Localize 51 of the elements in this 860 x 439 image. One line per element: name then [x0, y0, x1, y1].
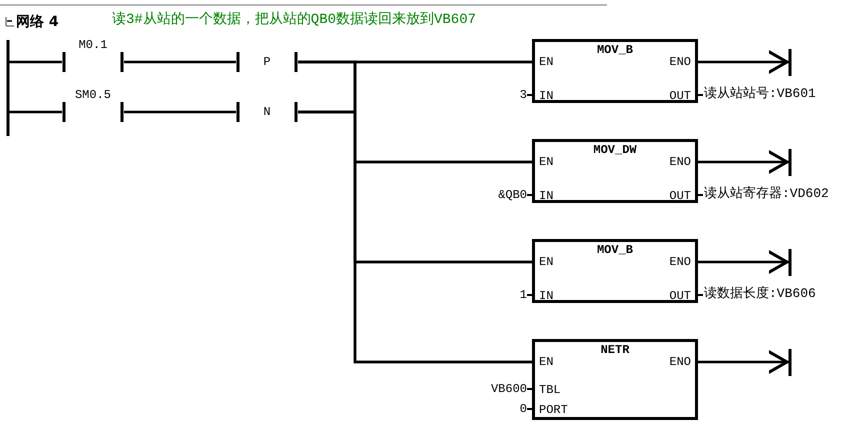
pin-label: ENO	[669, 255, 691, 269]
ladder-wire	[298, 110, 532, 364]
ladder-wire	[698, 149, 792, 176]
pin-label: IN	[539, 289, 554, 303]
pin-label: OUT	[669, 289, 691, 303]
contact	[62, 38, 124, 73]
function-block	[532, 39, 698, 103]
block-name: MOV_B	[596, 243, 634, 257]
function-block	[532, 239, 698, 303]
ladder-wire	[124, 110, 236, 114]
ladder-wire	[124, 60, 236, 64]
function-block	[532, 339, 698, 420]
pin-label: EN	[539, 155, 554, 169]
pin-label: PORT	[539, 403, 568, 417]
function-block	[532, 139, 698, 203]
ladder-wire	[698, 349, 792, 376]
input-operand: VB600	[490, 382, 527, 396]
transition-contact	[236, 52, 298, 73]
pin-label: ENO	[669, 355, 691, 369]
block-name: MOV_DW	[592, 143, 638, 157]
pin-label: TBL	[539, 383, 561, 397]
ladder-wire	[698, 49, 792, 76]
output-operand: 读从站寄存器:VD602	[704, 187, 829, 201]
block-name: NETR	[600, 343, 630, 357]
input-operand: &QB0	[498, 188, 527, 202]
pin-label: OUT	[669, 189, 691, 203]
output-operand: 读数据长度:VB606	[704, 287, 816, 301]
pin-label: IN	[539, 189, 554, 203]
ladder-wire	[8, 110, 62, 114]
network-title: 网络 4	[16, 15, 59, 29]
transition-label: P	[262, 55, 272, 69]
block-name: MOV_B	[596, 43, 634, 57]
input-operand: 1	[520, 288, 527, 302]
contact-address: M0.1	[78, 38, 108, 52]
pin-label: ENO	[669, 55, 691, 69]
input-operand: 0	[520, 402, 527, 416]
pin-label: OUT	[669, 89, 691, 103]
transition-contact	[236, 102, 298, 123]
ladder-wire	[698, 249, 792, 276]
contact	[62, 88, 124, 123]
network-comment: 读3#从站的一个数据，把从站的QB0数据读回来放到VB607	[112, 12, 476, 28]
ladder-wire	[8, 60, 62, 64]
input-operand: 3	[520, 88, 527, 102]
contact-address: SM0.5	[74, 88, 112, 102]
pin-label: ENO	[669, 155, 691, 169]
transition-label: N	[262, 105, 272, 119]
pin-label: IN	[539, 89, 554, 103]
output-operand: 读从站站号:VB601	[704, 87, 816, 101]
pin-label: EN	[539, 355, 554, 369]
pin-label: EN	[539, 55, 554, 69]
pin-label: EN	[539, 255, 554, 269]
